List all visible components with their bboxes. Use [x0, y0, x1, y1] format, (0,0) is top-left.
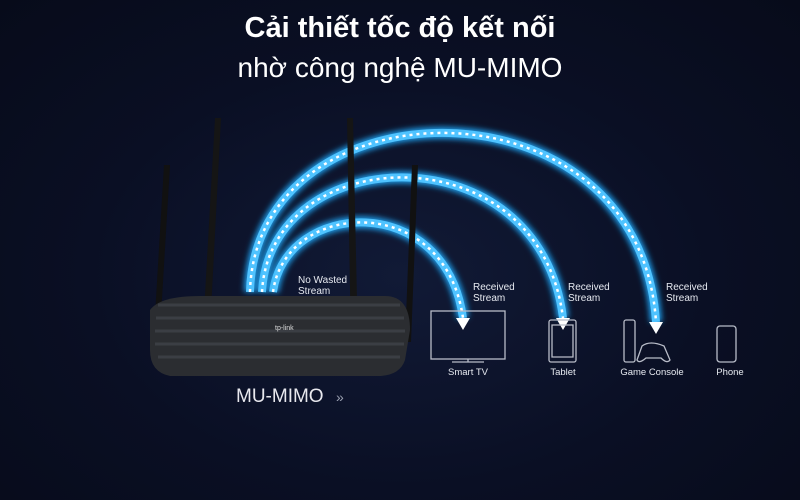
game-console-icon	[623, 319, 671, 363]
device-label-tablet: Tablet	[550, 367, 576, 378]
arrow-head-icon	[556, 318, 570, 330]
arrow-head-icon	[456, 318, 470, 330]
stream-arcs	[244, 127, 663, 334]
received-stream-label-tv: Received Stream	[473, 282, 515, 304]
arrow-head-icon	[649, 322, 663, 334]
antenna	[347, 118, 358, 346]
tablet-icon	[548, 319, 577, 363]
mu-mimo-label: MU-MIMO	[236, 386, 324, 407]
stream-arc-tv	[267, 216, 470, 330]
device-label-game-console: Game Console	[620, 367, 684, 378]
stream-arc-console	[244, 127, 663, 334]
tv-icon	[430, 310, 506, 363]
no-wasted-stream-label: No Wasted Stream	[298, 275, 348, 297]
router-brand-logo: tp-link	[275, 325, 294, 332]
received-stream-label-tablet: Received Stream	[568, 282, 610, 304]
headline-line1: Cải thiết tốc độ kết nối	[244, 12, 556, 44]
headline-line2: nhờ công nghệ MU-MIMO	[237, 52, 563, 83]
antenna	[154, 165, 170, 332]
router-image: tp-link	[150, 118, 418, 376]
phone-icon	[716, 325, 737, 363]
device-label-phone: Phone	[716, 367, 744, 378]
stream-arc-tablet	[256, 171, 570, 330]
antenna	[405, 165, 418, 342]
double-chevron-right-icon: »	[336, 389, 344, 405]
device-label-smart-tv: Smart TV	[448, 367, 488, 378]
antenna	[203, 118, 221, 330]
received-stream-label-console: Received Stream	[666, 282, 708, 304]
